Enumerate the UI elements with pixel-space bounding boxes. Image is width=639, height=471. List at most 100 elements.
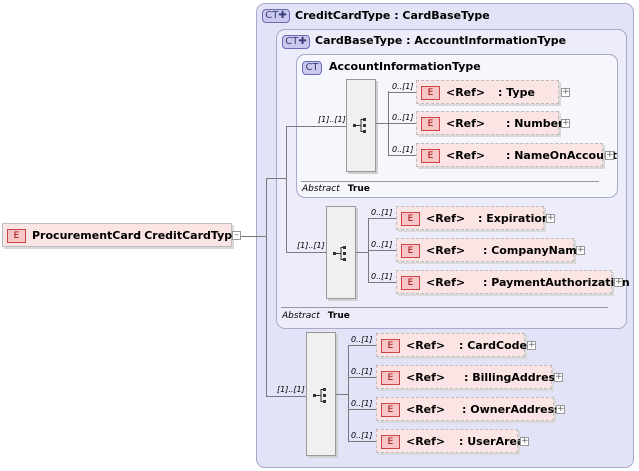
element-ref-cardcode[interactable]: E <Ref> : CardCode [376, 333, 527, 357]
element-ref-owneraddress[interactable]: E <Ref> : OwnerAddress [376, 397, 561, 421]
element-icon: E [421, 117, 440, 131]
plus-icon[interactable]: + [546, 213, 555, 223]
cardinality-label: 0..[1] [351, 399, 373, 408]
element-ref-companyname[interactable]: E <Ref> : CompanyName [396, 238, 584, 262]
element-ref-label: <Ref> [406, 403, 446, 416]
connector [336, 394, 348, 395]
element-ref-label: <Ref> [446, 117, 486, 130]
element-ref-label: <Ref> [426, 212, 466, 225]
element-icon: E [401, 244, 420, 258]
element-procurementcard[interactable]: E ProcurementCard : CreditCardType [2, 223, 240, 247]
element-name: : NameOnAccount [506, 149, 617, 162]
connector [348, 377, 376, 378]
element-ref-label: <Ref> [406, 371, 446, 384]
plus-icon[interactable]: + [561, 118, 570, 128]
sequence-compositor[interactable] [326, 206, 356, 299]
element-ref-label: <Ref> [406, 435, 446, 448]
element-icon: E [381, 435, 400, 449]
element-ref-nameonaccount[interactable]: E <Ref> : NameOnAccount [416, 143, 617, 167]
element-icon: E [381, 339, 400, 353]
plus-icon[interactable]: + [614, 277, 623, 287]
plus-icon[interactable]: + [556, 404, 565, 414]
element-ref-expiration[interactable]: E <Ref> : Expiration [396, 206, 550, 230]
connector [266, 178, 267, 396]
connector [286, 126, 346, 127]
sequence-icon [333, 246, 346, 261]
plus-icon[interactable]: + [561, 87, 570, 97]
element-ref-paymentauthorization[interactable]: E <Ref> : PaymentAuthorization [396, 270, 630, 294]
abstract-separator [301, 181, 599, 182]
connector [241, 236, 266, 237]
plus-icon[interactable]: + [527, 340, 536, 350]
element-icon: E [381, 403, 400, 417]
element-icon: E [401, 276, 420, 290]
cardinality-label: 0..[1] [392, 82, 414, 91]
complex-type-icon: CT✚ [282, 35, 310, 49]
cardinality-label: 0..[1] [351, 431, 373, 440]
cardinality-label: 0..[1] [371, 208, 393, 217]
plus-icon[interactable]: + [554, 372, 563, 382]
element-ref-type[interactable]: E <Ref> : Type [416, 80, 559, 104]
sequence-icon [313, 388, 326, 403]
element-name: : CompanyName [483, 244, 585, 257]
element-ref-label: <Ref> [426, 244, 466, 257]
connector [388, 123, 416, 124]
cardinality-label: [1]..[1] [318, 115, 346, 124]
element-name: ProcurementCard [32, 229, 142, 242]
element-ref-label: <Ref> [426, 276, 466, 289]
element-icon: E [7, 229, 26, 243]
connector [348, 409, 376, 410]
ct-creditcardtype-title: CreditCardType : CardBaseType [295, 9, 490, 22]
element-name: : OwnerAddress [462, 403, 561, 416]
abstract-separator [281, 307, 608, 308]
ct-accountinformationtype-title: AccountInformationType [329, 60, 481, 73]
connector [286, 252, 326, 253]
plus-icon[interactable]: – [232, 231, 241, 240]
element-name: : Expiration [478, 212, 550, 225]
connector [348, 345, 376, 346]
sequence-compositor[interactable] [306, 332, 336, 456]
ct-cardbasetype-title: CardBaseType : AccountInformationType [315, 34, 567, 47]
cardinality-label: [1]..[1] [297, 241, 325, 250]
element-ref-label: <Ref> [446, 86, 486, 99]
element-ref-billingaddress[interactable]: E <Ref> : BillingAddress [376, 365, 562, 389]
element-name: : CardCode [459, 339, 527, 352]
connector [368, 219, 369, 283]
element-ref-label: <Ref> [446, 149, 486, 162]
cardinality-label: 0..[1] [351, 367, 373, 376]
element-name: : Number [506, 117, 564, 130]
element-name: : Type [498, 86, 535, 99]
connector [388, 92, 416, 93]
cardinality-label: 0..[1] [351, 335, 373, 344]
cardinality-label: 0..[1] [371, 240, 393, 249]
plus-icon[interactable]: + [605, 150, 614, 160]
plus-icon[interactable]: + [576, 245, 585, 255]
connector [266, 396, 306, 397]
element-name: : PaymentAuthorization [483, 276, 630, 289]
connector [266, 178, 286, 179]
plus-icon[interactable]: + [520, 436, 529, 446]
connector [348, 441, 376, 442]
connector [388, 155, 416, 156]
sequence-icon [353, 118, 366, 133]
element-icon: E [421, 149, 440, 163]
element-icon: E [401, 212, 420, 226]
cardinality-label: 0..[1] [392, 145, 414, 154]
element-icon: E [381, 371, 400, 385]
connector [348, 345, 349, 441]
element-icon: E [421, 86, 440, 100]
connector [286, 126, 287, 252]
element-ref-number[interactable]: E <Ref> : Number [416, 111, 564, 135]
element-name: : BillingAddress [464, 371, 562, 384]
element-ref-userarea[interactable]: E <Ref> : UserArea [376, 429, 524, 453]
connector [368, 282, 396, 283]
element-ref-label: <Ref> [406, 339, 446, 352]
cardinality-label: 0..[1] [392, 113, 414, 122]
element-type: : CreditCardType [136, 229, 240, 242]
connector [356, 252, 368, 253]
connector [376, 123, 388, 124]
complex-type-icon: CT✚ [262, 9, 290, 23]
sequence-compositor[interactable] [346, 79, 376, 172]
element-name: : UserArea [459, 435, 525, 448]
complex-type-icon: CT [302, 61, 322, 75]
